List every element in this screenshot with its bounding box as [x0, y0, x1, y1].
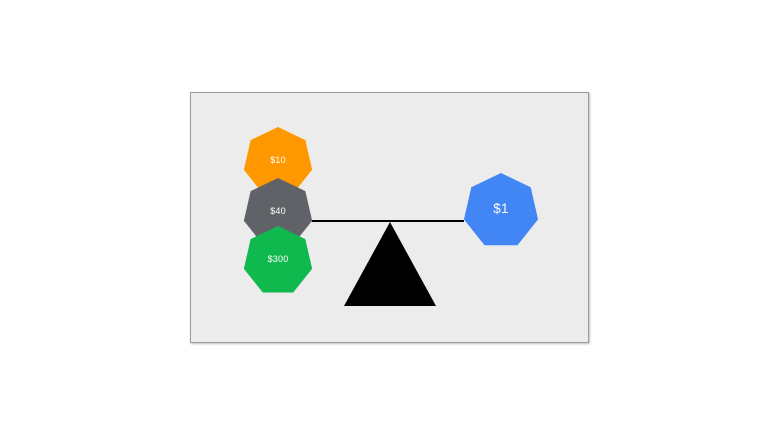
weight-heptagon-1: $1: [463, 173, 539, 246]
weight-label-300: $300: [267, 253, 289, 264]
weight-label-10: $10: [270, 154, 286, 165]
weight-heptagon-300: $300: [243, 226, 313, 293]
fulcrum-triangle: [344, 222, 436, 306]
diagram-canvas: $10 $40 $300 $1: [190, 92, 589, 343]
weight-label-40: $40: [270, 205, 286, 216]
weight-label-1: $1: [493, 201, 509, 217]
balance-beam-line: [312, 220, 464, 222]
